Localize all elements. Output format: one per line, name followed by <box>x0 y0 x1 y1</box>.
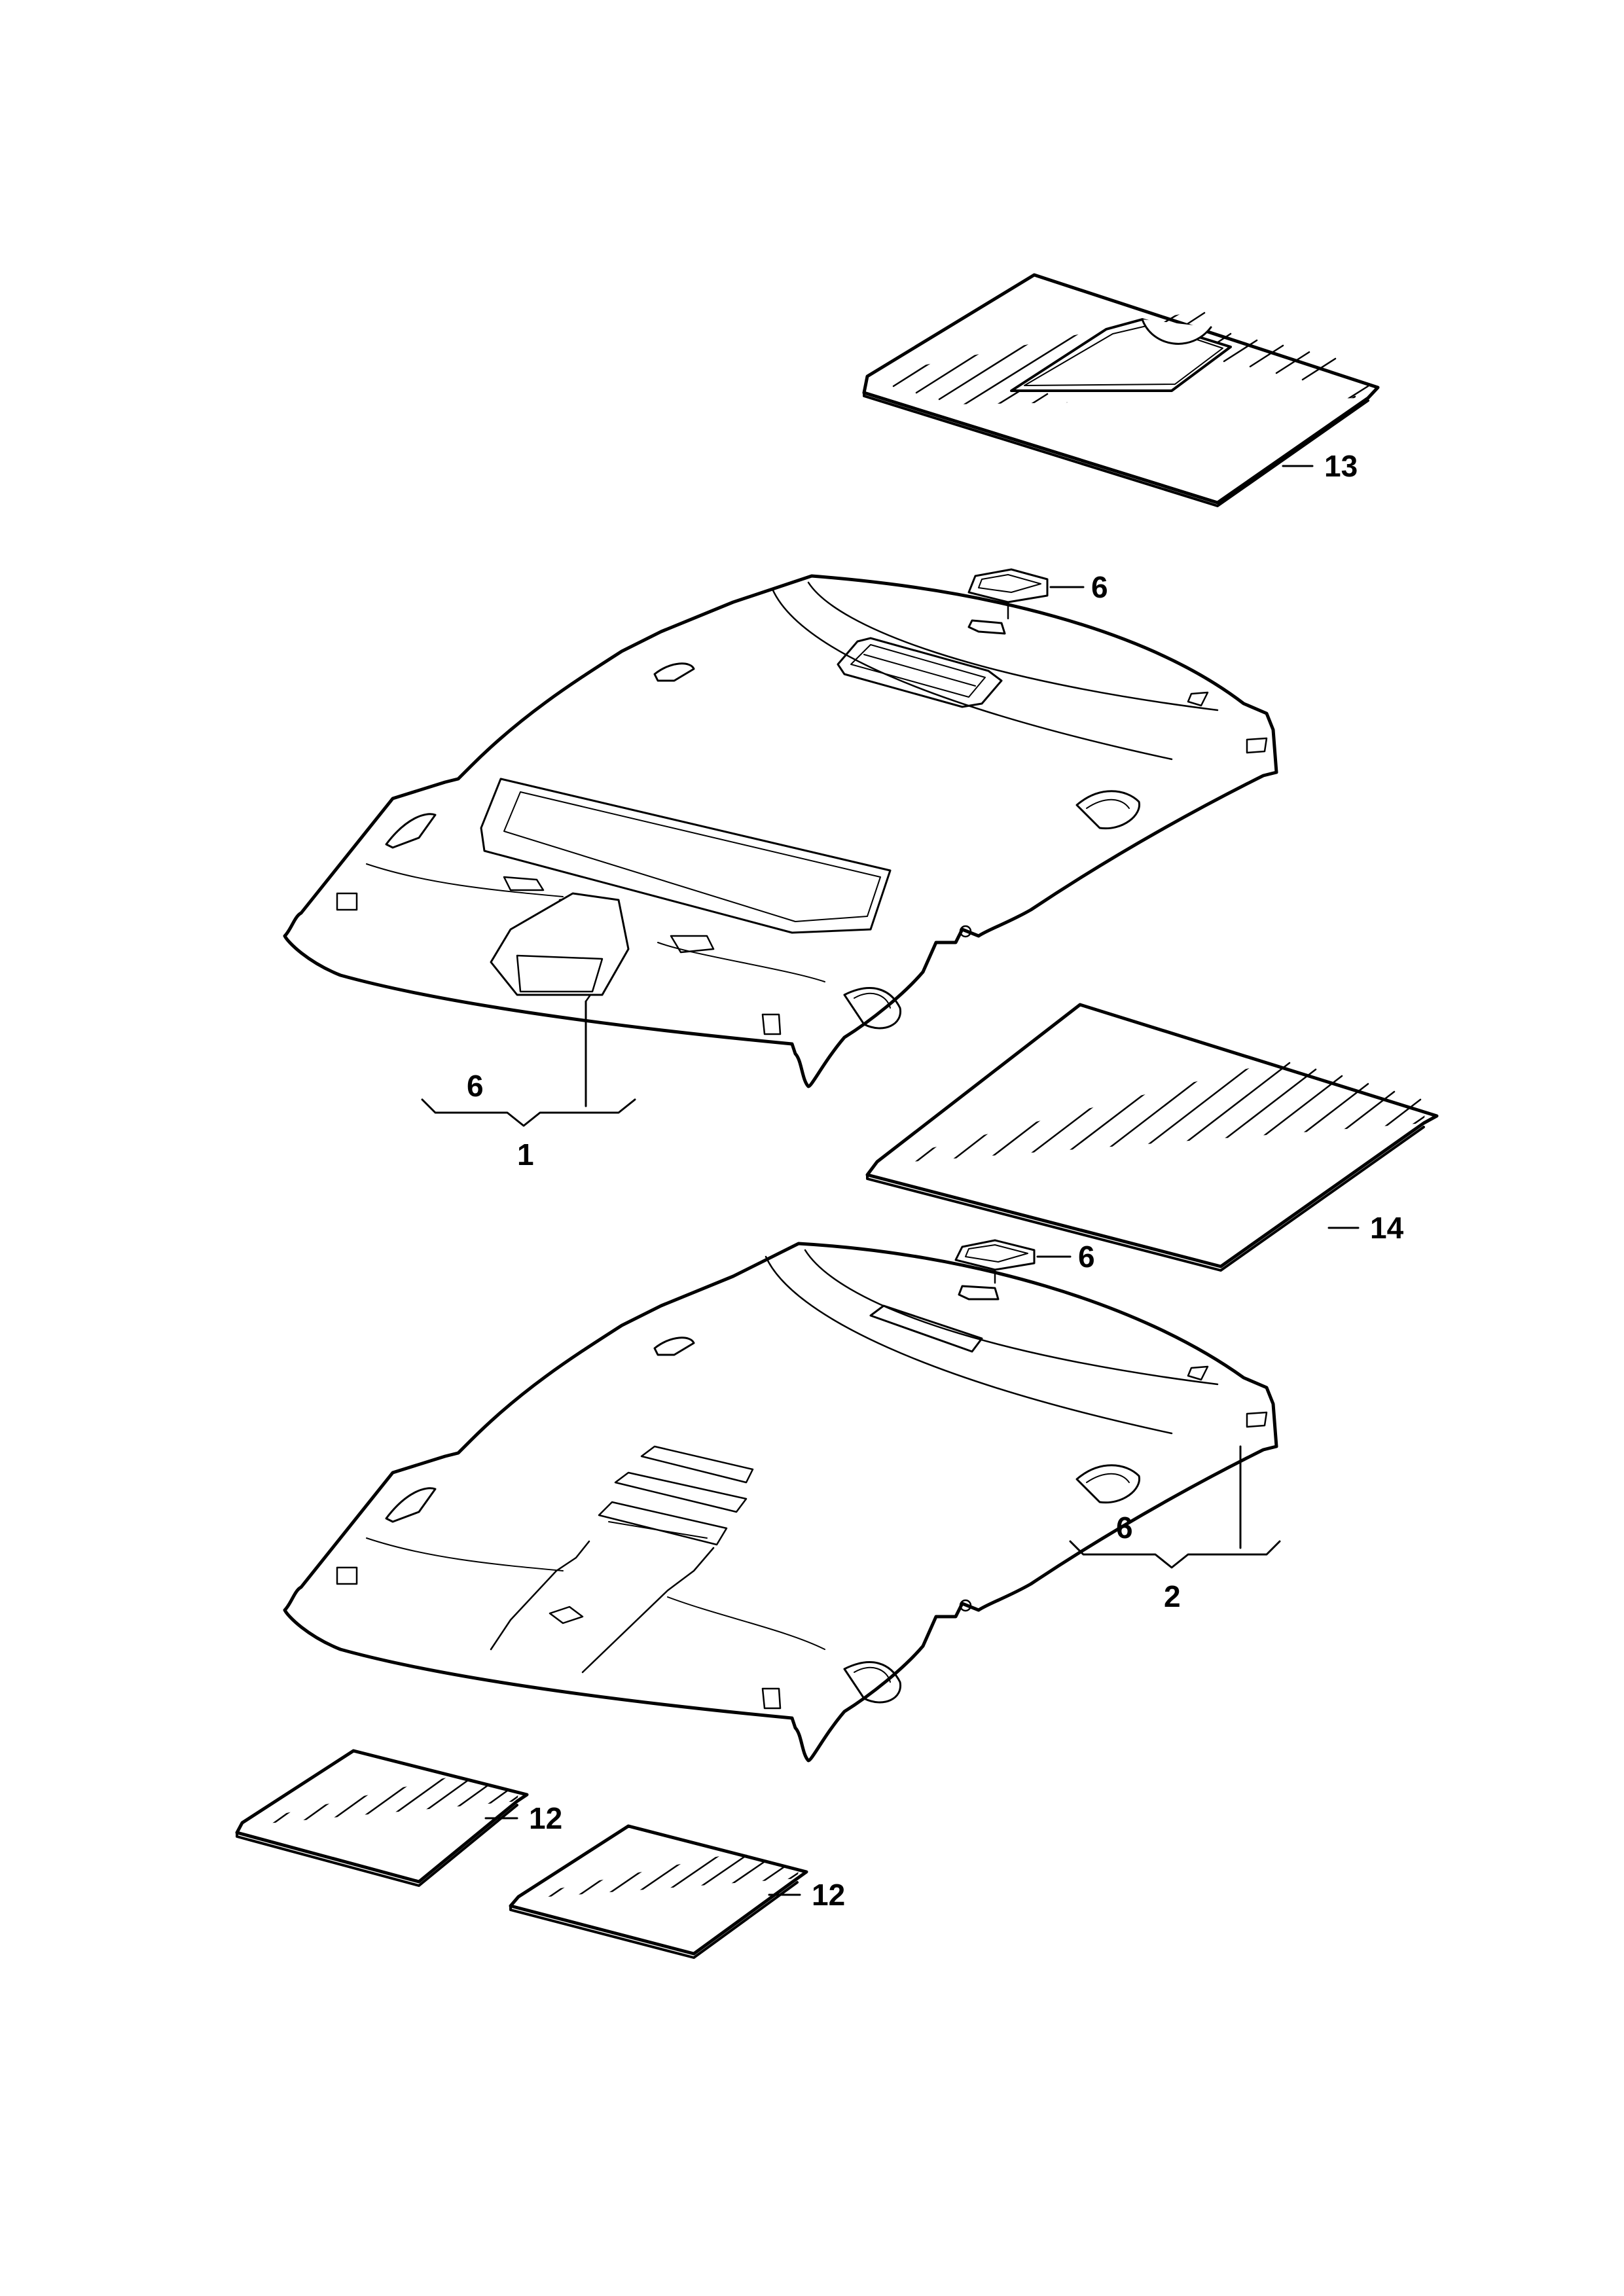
callout-13: 13 <box>1324 449 1358 483</box>
callout-6-upper-sub: 6 <box>467 1069 484 1103</box>
insulation-pad-12-left <box>235 1749 529 1887</box>
insulation-pad-12-right <box>509 1824 808 1959</box>
callout-12-right: 12 <box>812 1878 845 1912</box>
headliner-1 <box>283 568 1278 1127</box>
callout-6-lower-sub: 6 <box>1116 1511 1133 1545</box>
callout-6-clip-lower: 6 <box>1078 1240 1095 1274</box>
callout-6-clip-upper: 6 <box>1091 570 1108 604</box>
callout-14: 14 <box>1370 1211 1404 1245</box>
headliner-2 <box>283 1239 1281 1763</box>
callout-1: 1 <box>517 1138 534 1172</box>
insulation-pad-13 <box>862 273 1380 507</box>
callout-2: 2 <box>1164 1579 1181 1613</box>
callout-12-left: 12 <box>529 1801 562 1835</box>
insulation-pad-14 <box>865 1003 1439 1272</box>
